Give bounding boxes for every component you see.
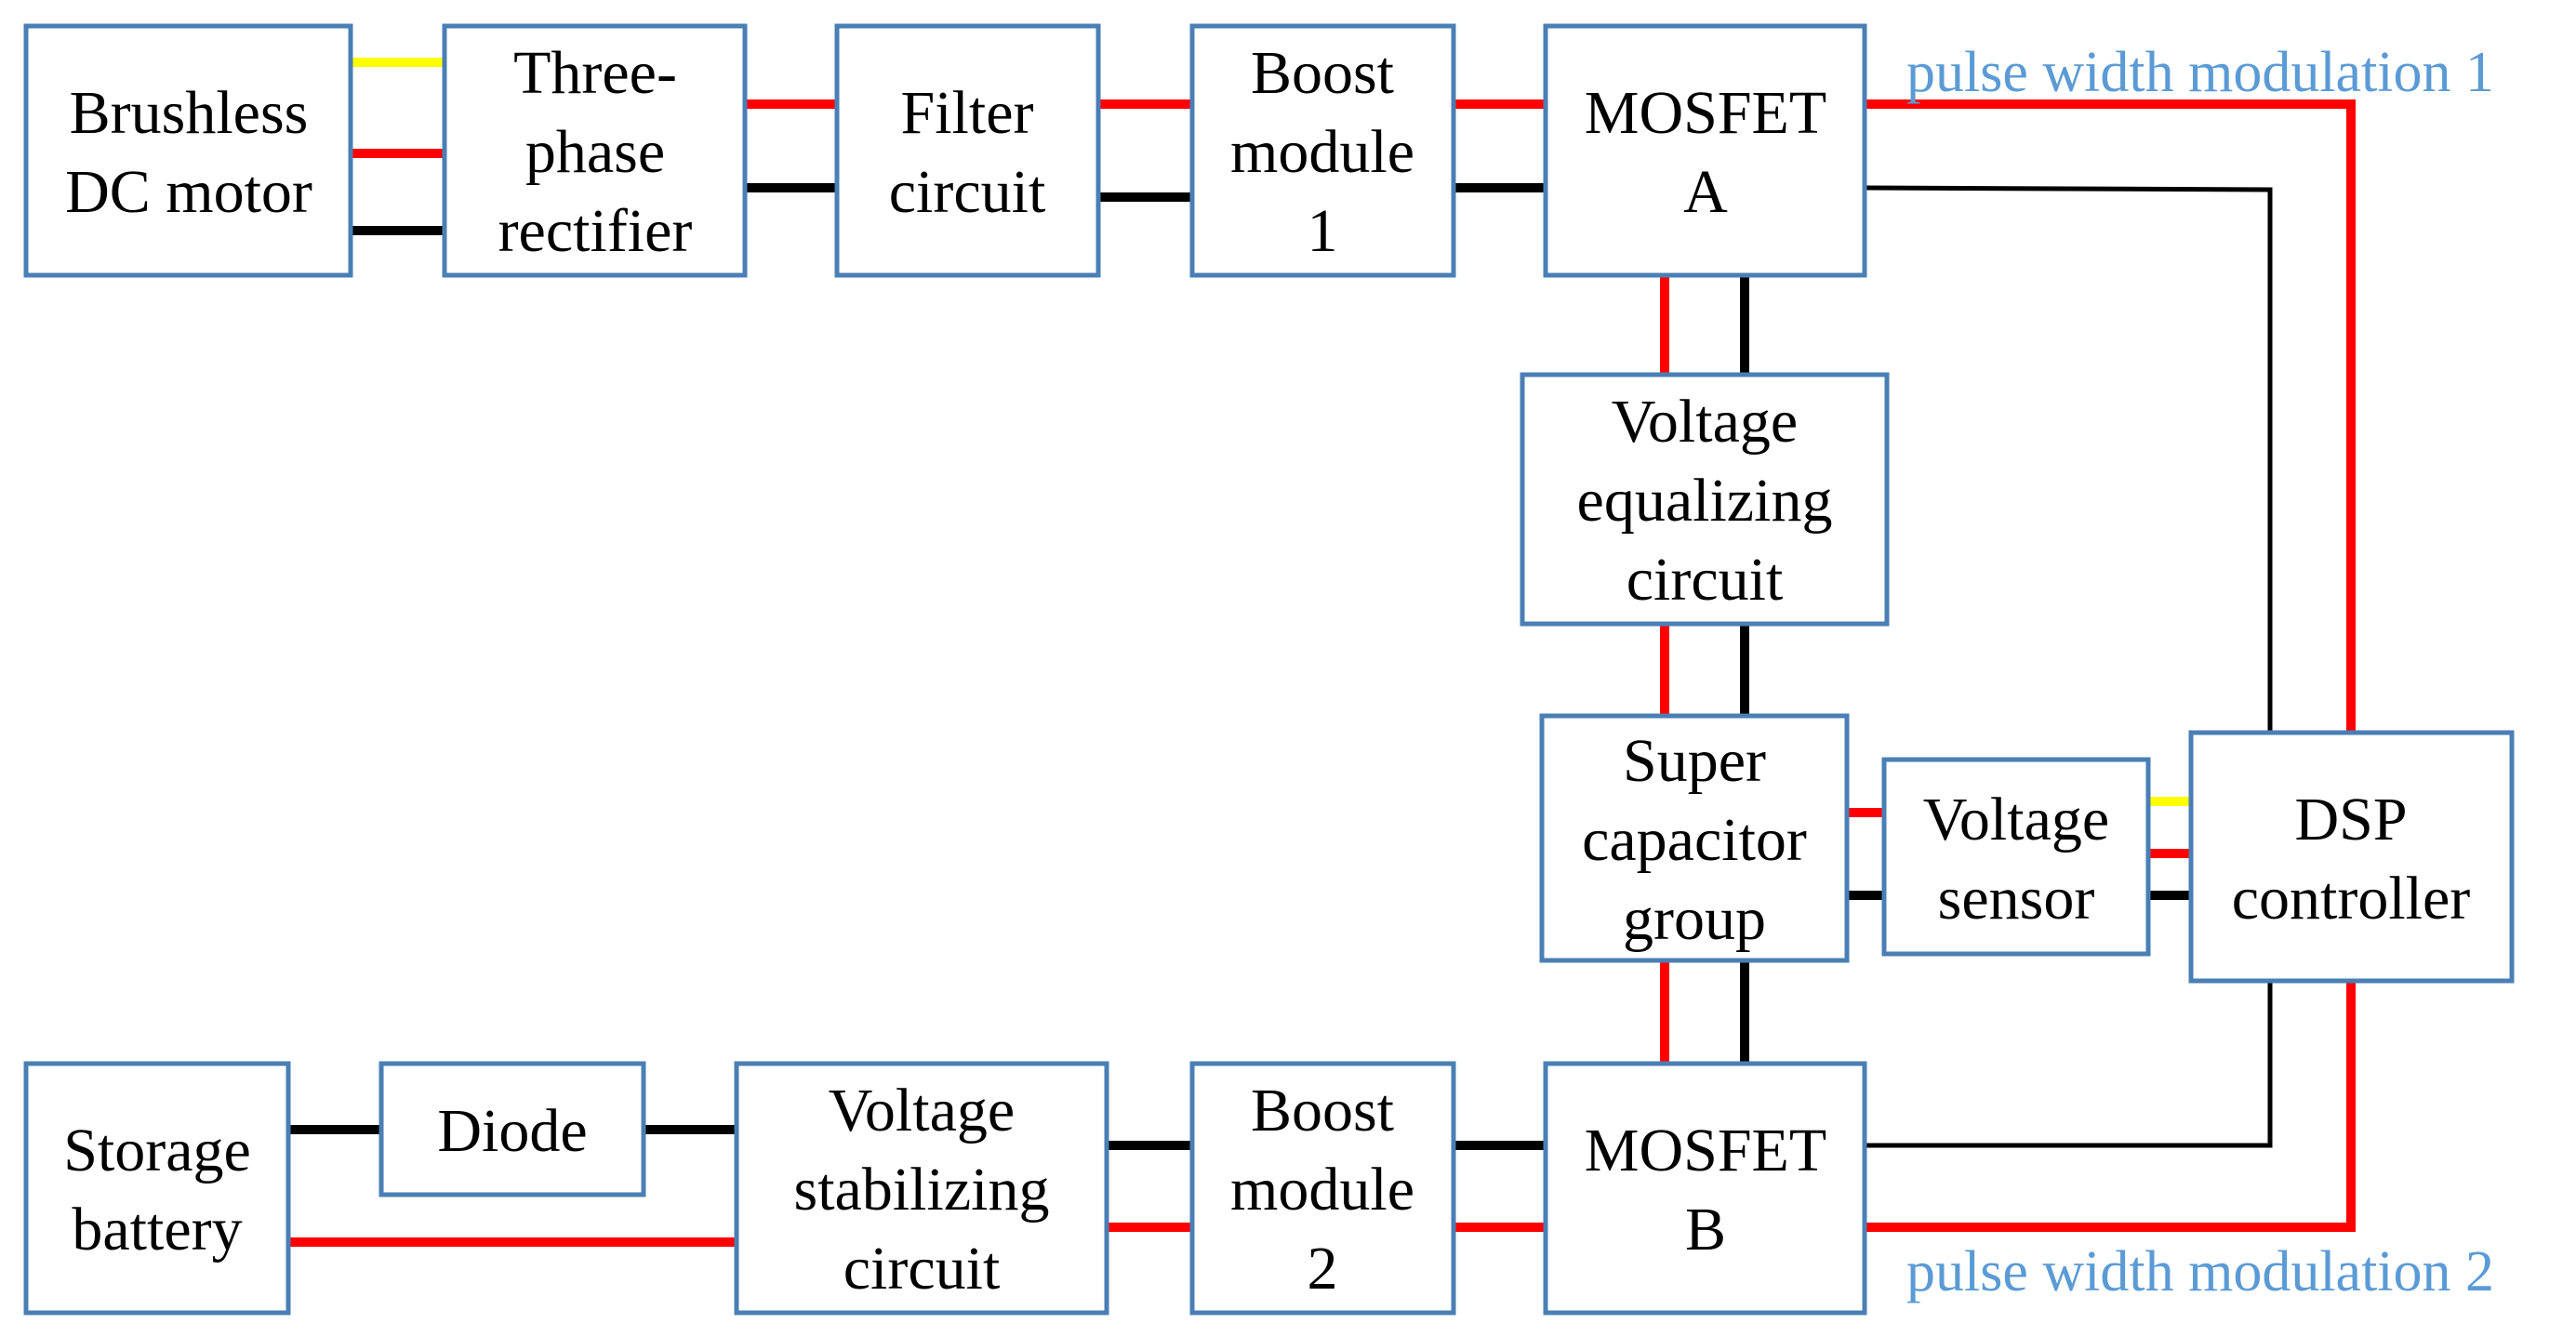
block-label: Brushless <box>70 79 309 147</box>
boost-module-1-block: Boost module 1 <box>1189 23 1456 278</box>
block-label: DC motor <box>65 158 312 226</box>
block-label: stabilizing <box>794 1156 1050 1224</box>
block-label: A <box>1683 158 1728 226</box>
block-label: circuit <box>1627 546 1784 614</box>
block-label: B <box>1685 1196 1726 1263</box>
boost-module-2-block: Boost module 2 <box>1189 1061 1456 1316</box>
block-label: Diode <box>437 1097 587 1165</box>
pwm2-control-line <box>1865 981 2356 1232</box>
block-label: 1 <box>1308 197 1338 265</box>
pwm2-annotation: pulse width modulation 2 <box>1906 1240 2494 1303</box>
mosfeta-dsp-ground-line <box>1864 185 2273 733</box>
block-label: group <box>1623 885 1766 953</box>
block-label: module <box>1230 118 1414 186</box>
block-label: Voltage <box>829 1077 1015 1144</box>
block-label: module <box>1230 1156 1414 1224</box>
block-label: equalizing <box>1577 467 1833 535</box>
block-label: Voltage <box>1612 388 1798 456</box>
brushless-dc-motor-block: Brushless DC motor <box>23 23 353 278</box>
block-label: capacitor <box>1582 806 1807 874</box>
three-phase-rectifier-block: Three- phase rectifier <box>442 23 748 278</box>
block-label: phase <box>525 118 665 186</box>
block-label: MOSFET <box>1585 79 1826 147</box>
block-label: Boost <box>1251 39 1394 107</box>
voltage-equalizing-circuit-block: Voltage equalizing circuit <box>1520 372 1890 627</box>
block-label: rectifier <box>498 197 693 265</box>
block-label: Storage <box>63 1117 251 1184</box>
mosfet-b-block: MOSFET B <box>1543 1061 1867 1316</box>
block-label: Three- <box>513 39 677 107</box>
block-label: circuit <box>843 1235 1001 1303</box>
voltage-sensor-block: Voltage sensor <box>1881 757 2151 957</box>
block-label: controller <box>2232 865 2471 933</box>
pwm1-annotation: pulse width modulation 1 <box>1906 41 2494 104</box>
block-label: Super <box>1623 727 1766 795</box>
diode-block: Diode <box>378 1061 646 1197</box>
block-label: MOSFET <box>1585 1117 1826 1184</box>
dsp-controller-block: DSP controller <box>2188 730 2515 984</box>
voltage-stabilizing-circuit-block: Voltage stabilizing circuit <box>734 1061 1109 1316</box>
super-capacitor-group-block: Super capacitor group <box>1539 713 1850 963</box>
wires <box>288 58 2356 1247</box>
filter-circuit-block: Filter circuit <box>834 23 1101 278</box>
block-label: Boost <box>1251 1077 1394 1144</box>
block-label: battery <box>72 1196 242 1263</box>
pwm1-control-line <box>1865 99 2356 733</box>
mosfetb-dsp-ground-line <box>1865 981 2273 1148</box>
block-label: Voltage <box>1923 786 2109 853</box>
storage-battery-block: Storage battery <box>23 1061 291 1316</box>
block-label: sensor <box>1938 865 2095 933</box>
block-label: Filter <box>901 79 1034 147</box>
block-label: circuit <box>889 158 1046 226</box>
block-label: DSP <box>2294 786 2407 853</box>
block-label: 2 <box>1308 1235 1338 1303</box>
mosfet-a-block: MOSFET A <box>1543 23 1867 278</box>
